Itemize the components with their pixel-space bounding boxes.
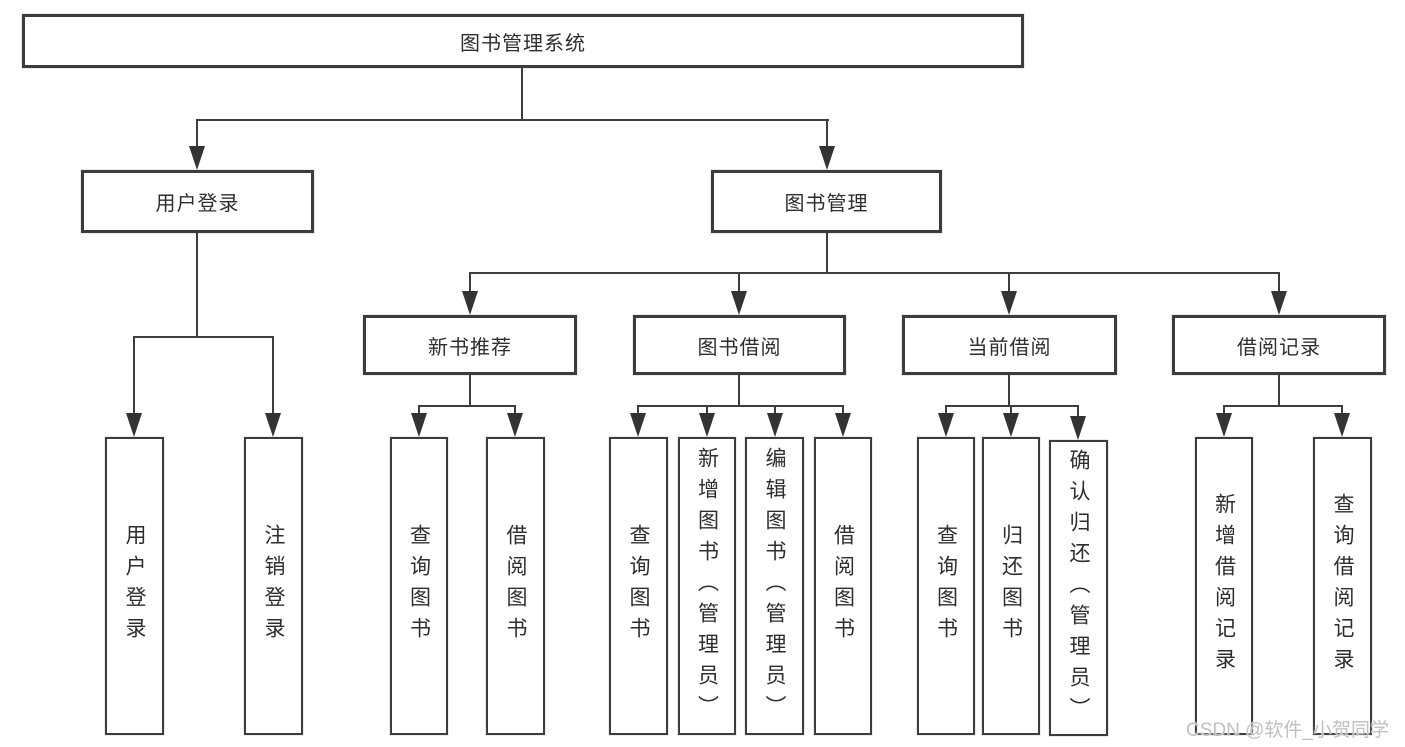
arrow-down-icon bbox=[699, 413, 715, 437]
node-root-label: 图书管理系统 bbox=[460, 32, 586, 55]
csdn-watermark: CSDN @软件_小贺同学 bbox=[1186, 720, 1389, 741]
arrow-down-icon bbox=[938, 413, 954, 437]
leaf-bb-borrow-book: 借阅图书 bbox=[814, 437, 872, 735]
node-borrow-record-label: 借阅记录 bbox=[1237, 336, 1321, 359]
connector-line bbox=[133, 336, 274, 338]
leaf-bb-edit-book: 编辑图书（管理员） bbox=[745, 437, 804, 735]
arrow-down-icon bbox=[835, 413, 851, 437]
arrow-down-icon bbox=[507, 413, 523, 437]
connector-line bbox=[706, 405, 708, 417]
connector-line bbox=[133, 336, 135, 414]
node-book-borrow: 图书借阅 bbox=[633, 315, 846, 375]
connector-line bbox=[514, 405, 516, 417]
node-book-borrow-label: 图书借阅 bbox=[697, 336, 782, 359]
arrow-down-icon bbox=[1271, 291, 1287, 315]
connector-line bbox=[1010, 405, 1012, 417]
arrow-down-icon bbox=[126, 413, 142, 437]
leaf-br-query-record: 查询借阅记录 bbox=[1313, 437, 1372, 735]
connector-line bbox=[946, 405, 1079, 407]
arrow-down-icon bbox=[1070, 416, 1086, 440]
leaf-bb-borrow-book-label: 借阅图书 bbox=[831, 524, 855, 648]
connector-line bbox=[637, 405, 639, 417]
arrow-down-icon bbox=[1001, 291, 1017, 315]
leaf-user-login: 用户登录 bbox=[105, 437, 164, 735]
connector-line bbox=[826, 119, 828, 149]
arrow-down-icon bbox=[189, 146, 205, 170]
connector-line bbox=[469, 375, 471, 406]
connector-line bbox=[418, 405, 420, 417]
leaf-cb-query-book: 查询图书 bbox=[917, 437, 975, 735]
connector-line bbox=[521, 68, 523, 121]
arrow-down-icon bbox=[767, 413, 783, 437]
connector-line bbox=[738, 272, 740, 294]
node-root: 图书管理系统 bbox=[22, 14, 1024, 68]
leaf-br-add-record-label: 新增借阅记录 bbox=[1212, 493, 1236, 679]
connector-line bbox=[638, 405, 844, 407]
connector-line bbox=[418, 405, 516, 407]
leaf-rec-query-book: 查询图书 bbox=[390, 437, 448, 735]
leaf-user-login-label: 用户登录 bbox=[123, 524, 146, 648]
leaf-rec-borrow-book-label: 借阅图书 bbox=[504, 524, 527, 648]
connector-line bbox=[826, 233, 828, 273]
arrow-down-icon bbox=[1216, 413, 1232, 437]
leaf-bb-query-book: 查询图书 bbox=[609, 437, 668, 735]
connector-line bbox=[1341, 405, 1343, 417]
leaf-cb-return-book: 归还图书 bbox=[982, 437, 1040, 735]
connector-line bbox=[272, 336, 274, 414]
node-current-borrow: 当前借阅 bbox=[902, 315, 1117, 375]
connector-line bbox=[738, 375, 740, 406]
node-user-login: 用户登录 bbox=[81, 170, 314, 233]
connector-line bbox=[842, 405, 844, 417]
node-borrow-record: 借阅记录 bbox=[1172, 315, 1386, 375]
connector-line bbox=[469, 272, 471, 294]
node-new-book-recommend: 新书推荐 bbox=[363, 315, 577, 375]
connector-line bbox=[774, 405, 776, 417]
connector-line bbox=[1223, 405, 1225, 417]
leaf-bb-add-book-label: 新增图书（管理员） bbox=[695, 446, 719, 726]
leaf-logout: 注销登录 bbox=[244, 437, 303, 735]
connector-line bbox=[1278, 272, 1280, 294]
leaf-cb-return-book-label: 归还图书 bbox=[999, 524, 1023, 648]
arrow-down-icon bbox=[731, 291, 747, 315]
node-new-book-recommend-label: 新书推荐 bbox=[428, 336, 512, 359]
leaf-bb-add-book: 新增图书（管理员） bbox=[678, 437, 736, 735]
node-current-borrow-label: 当前借阅 bbox=[967, 336, 1052, 359]
connector-line bbox=[196, 119, 198, 149]
leaf-br-query-record-label: 查询借阅记录 bbox=[1331, 493, 1354, 679]
arrow-down-icon bbox=[1334, 413, 1350, 437]
leaf-rec-query-book-label: 查询图书 bbox=[407, 524, 431, 648]
leaf-cb-confirm-return: 确认归还（管理员） bbox=[1049, 440, 1108, 736]
leaf-bb-edit-book-label: 编辑图书（管理员） bbox=[763, 446, 786, 726]
connector-line bbox=[1224, 405, 1343, 407]
arrow-down-icon bbox=[819, 146, 835, 170]
connector-line bbox=[1008, 272, 1010, 294]
arrow-down-icon bbox=[1003, 413, 1019, 437]
node-book-management: 图书管理 bbox=[711, 170, 942, 233]
connector-line bbox=[196, 233, 198, 337]
connector-line bbox=[1008, 375, 1010, 406]
leaf-rec-borrow-book: 借阅图书 bbox=[486, 437, 545, 735]
leaf-br-add-record: 新增借阅记录 bbox=[1195, 437, 1253, 735]
connector-line bbox=[1077, 405, 1079, 419]
connector-line bbox=[469, 272, 1280, 274]
arrow-down-icon bbox=[265, 413, 281, 437]
node-user-login-label: 用户登录 bbox=[155, 193, 240, 215]
leaf-bb-query-book-label: 查询图书 bbox=[627, 524, 650, 648]
connector-line bbox=[945, 405, 947, 417]
connector-line bbox=[196, 119, 829, 121]
leaf-logout-label: 注销登录 bbox=[262, 524, 285, 648]
leaf-cb-confirm-return-label: 确认归还（管理员） bbox=[1067, 448, 1090, 728]
arrow-down-icon bbox=[630, 413, 646, 437]
connector-line bbox=[1278, 375, 1280, 406]
arrow-down-icon bbox=[462, 291, 478, 315]
node-book-management-label: 图书管理 bbox=[784, 193, 869, 215]
leaf-cb-query-book-label: 查询图书 bbox=[934, 524, 958, 648]
arrow-down-icon bbox=[411, 413, 427, 437]
